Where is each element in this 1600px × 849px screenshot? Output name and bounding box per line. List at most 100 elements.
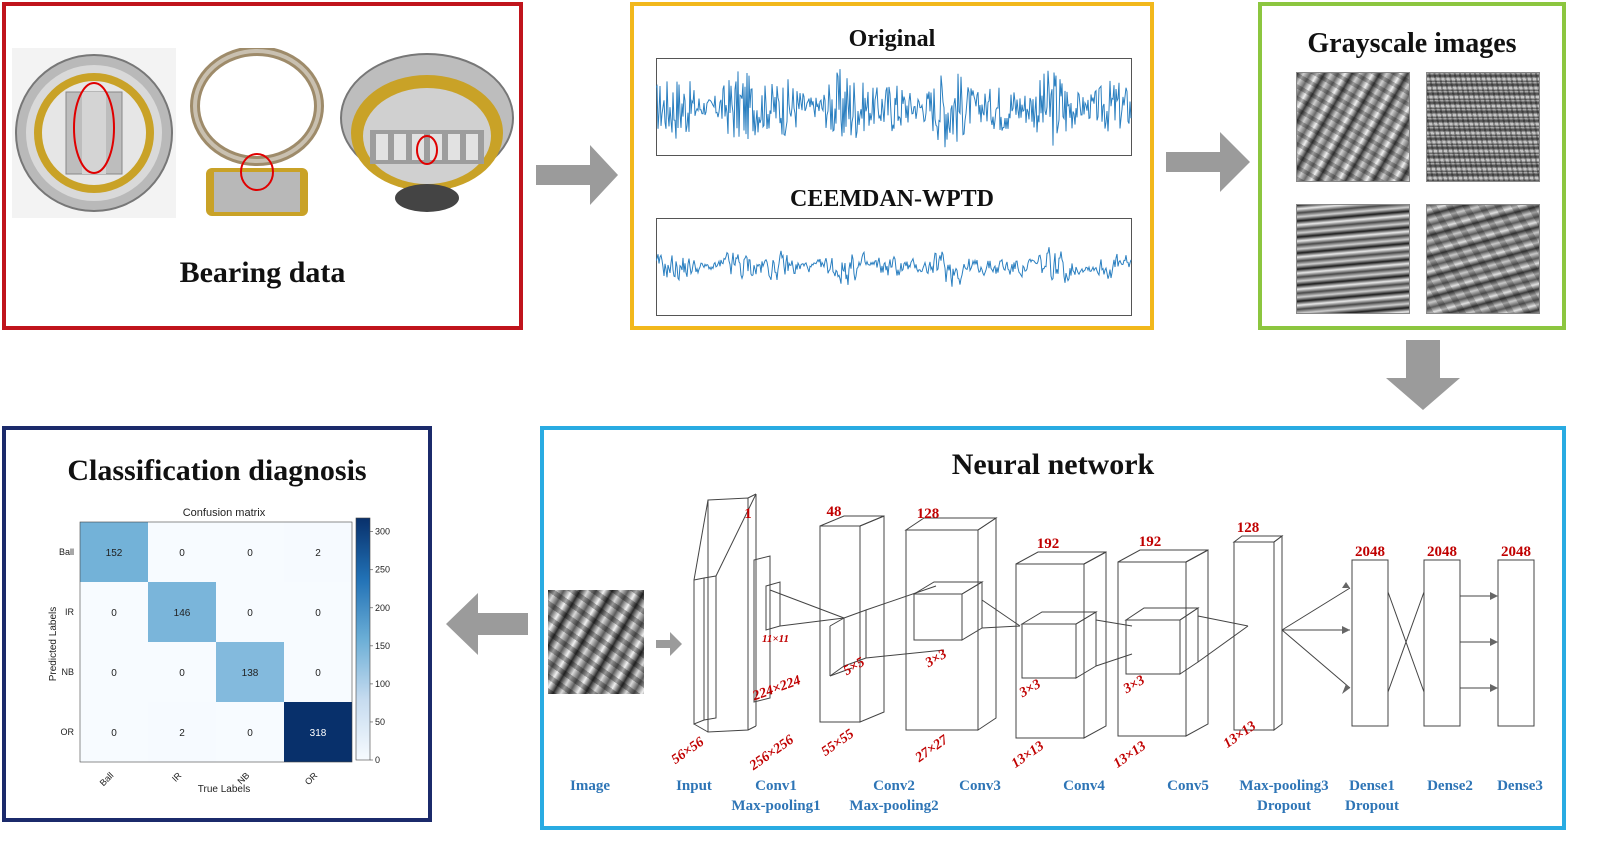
layer-label-conv1: Conv1	[755, 778, 797, 794]
cm-cell-value: 0	[315, 608, 321, 619]
channel-label-conv1: 1	[744, 506, 752, 522]
channel-label-dense1: 2048	[1355, 544, 1385, 560]
cm-cell-value: 0	[179, 548, 185, 559]
colorbar-tick-label: 50	[375, 717, 385, 727]
cm-cell	[284, 522, 352, 582]
cm-cell	[80, 582, 148, 642]
conv4-block	[1015, 551, 1107, 739]
cm-cell-value: 0	[179, 668, 185, 679]
max-pooling3-block	[1232, 535, 1284, 731]
cm-cell-value: 152	[106, 548, 123, 559]
confusion-matrix-ylabel: Predicted Labels	[48, 607, 59, 682]
colorbar-tick-label: 250	[375, 565, 390, 575]
cm-cell	[216, 642, 284, 702]
cm-cell	[148, 642, 216, 702]
classification-title: Classification diagnosis	[67, 454, 367, 487]
size-label-conv1-out: 224×224	[750, 673, 803, 705]
grayscale-panel: Grayscale images	[1258, 2, 1566, 330]
denoised-signal-label: CEEMDAN-WPTD	[790, 186, 994, 212]
cm-cell-value: 318	[310, 728, 327, 739]
arrow-down	[1386, 340, 1460, 410]
cm-cell-value: 2	[179, 728, 185, 739]
denoised-signal-line	[656, 247, 1132, 287]
bearing-photo-2	[184, 48, 330, 218]
cm-cell	[284, 642, 352, 702]
layer-label-conv2: Conv2	[873, 778, 915, 794]
cm-cell	[216, 702, 284, 762]
size-label-conv4: 13×13	[1009, 739, 1047, 772]
colorbar-tick-label: 0	[375, 755, 380, 765]
cm-cell	[80, 702, 148, 762]
arrow-left	[446, 593, 528, 655]
cm-cell	[284, 702, 352, 762]
colorbar-tick-label: 200	[375, 603, 390, 613]
original-signal-line	[656, 69, 1132, 148]
denoised-signal-plot	[656, 218, 1132, 316]
input-layer-block	[693, 575, 717, 725]
conv2-block	[819, 515, 885, 723]
channel-label-mp3: 128	[1237, 520, 1260, 536]
kernel-label-conv1: 11×11	[762, 633, 789, 645]
cm-cell	[148, 522, 216, 582]
arrow-right-2	[1166, 132, 1250, 192]
layer-label-maxpool2: Max-pooling2	[849, 798, 938, 814]
original-signal-plot	[656, 58, 1132, 156]
colorbar-tick-label: 300	[375, 527, 390, 537]
cm-x-tick-label: IR	[170, 770, 184, 784]
channel-label-conv2: 48	[827, 504, 842, 520]
cm-y-tick-label: OR	[61, 727, 75, 737]
channel-label-conv4: 192	[1037, 536, 1060, 552]
kernel-label-conv5: 3×3	[1120, 673, 1147, 697]
dense1-block	[1351, 559, 1389, 727]
image-to-input-arrow	[656, 632, 682, 656]
grayscale-image-4	[1426, 204, 1540, 314]
cm-y-tick-label: Ball	[59, 547, 74, 557]
layer-label-maxpool1: Max-pooling1	[731, 798, 820, 814]
layer-label-maxpool3: Max-pooling3	[1239, 778, 1328, 794]
cm-cell-value: 0	[247, 728, 253, 739]
cm-cell-value: 2	[315, 548, 321, 559]
original-signal-label: Original	[848, 26, 936, 52]
cm-cell-value: 146	[174, 608, 191, 619]
layer-label-dropout-dense1: Dropout	[1345, 798, 1399, 814]
dense2-block	[1423, 559, 1461, 727]
cm-cell-value: 0	[247, 608, 253, 619]
cm-cell	[216, 582, 284, 642]
bearing-photo-3-illustration	[340, 53, 514, 212]
size-label-conv3: 27×27	[912, 732, 952, 766]
kernel-label-conv4: 3×3	[1016, 677, 1043, 701]
size-label-conv5: 13×13	[1111, 739, 1149, 772]
cm-cell	[284, 582, 352, 642]
layer-label-conv5: Conv5	[1167, 778, 1209, 794]
confusion-matrix-title: Confusion matrix	[183, 507, 266, 519]
bearing-photo-2-illustration	[190, 48, 324, 216]
input-image	[548, 590, 644, 694]
size-label-conv2: 55×55	[819, 727, 857, 760]
colorbar-tick-label: 100	[375, 679, 390, 689]
cm-y-tick-label: IR	[65, 607, 75, 617]
layer-label-conv4: Conv4	[1063, 778, 1105, 794]
grayscale-image-1	[1296, 72, 1410, 182]
grayscale-image-2	[1426, 72, 1540, 182]
channel-label-dense2: 2048	[1427, 544, 1457, 560]
bearing-photo-1	[12, 48, 176, 218]
cm-cell-value: 0	[111, 728, 117, 739]
bearing-data-title: Bearing data	[179, 256, 346, 289]
cm-cell	[80, 642, 148, 702]
neural-network-title: Neural network	[951, 448, 1155, 481]
colorbar	[355, 517, 371, 761]
layer-label-dense3: Dense3	[1497, 778, 1543, 794]
layer-label-dense2: Dense2	[1427, 778, 1473, 794]
channel-label-conv5: 192	[1139, 534, 1162, 550]
conv5-block	[1117, 549, 1209, 737]
kernel-label-conv3: 3×3	[922, 647, 949, 671]
cm-cell-value: 0	[315, 668, 321, 679]
bearing-photo-1-illustration	[15, 54, 173, 212]
layer-label-input: Input	[676, 778, 712, 794]
layer-label-conv3: Conv3	[959, 778, 1001, 794]
cm-cell	[148, 702, 216, 762]
cm-cell-value: 0	[111, 668, 117, 679]
cm-frame	[79, 521, 353, 763]
